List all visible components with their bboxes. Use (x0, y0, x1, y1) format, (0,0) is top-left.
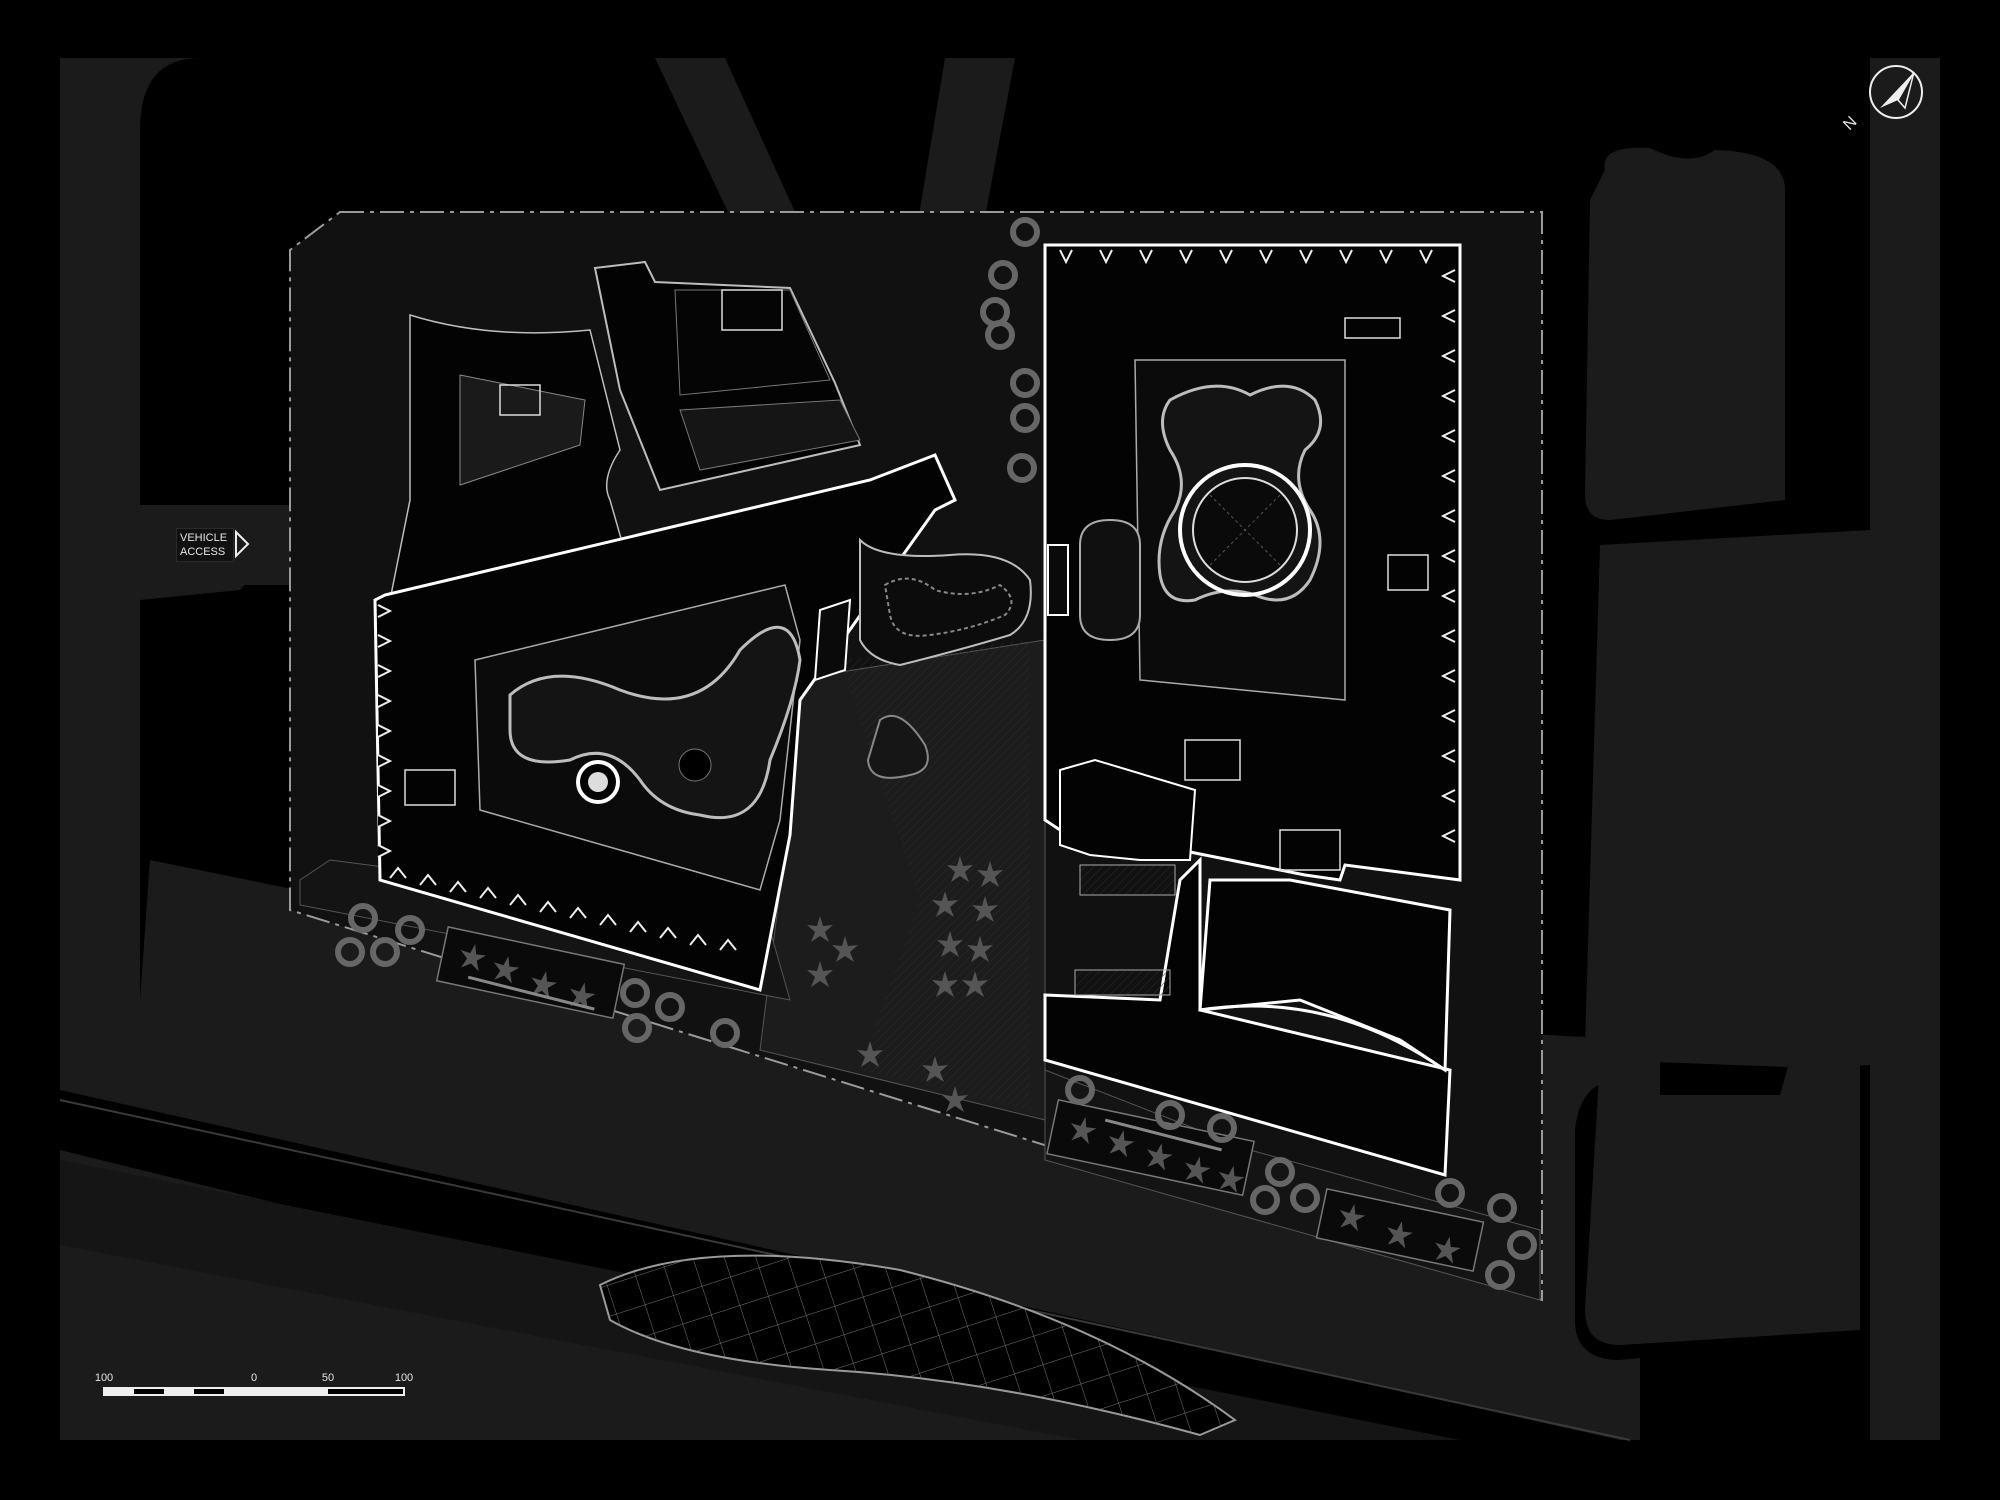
south-stair (1074, 969, 1171, 996)
north-core (721, 289, 783, 331)
west-bridge (813, 598, 852, 682)
planter-east-1 (1046, 1098, 1255, 1197)
building-southeast (1059, 758, 1197, 861)
vehicle-access-arrow-icon (235, 529, 250, 559)
east-block-right-1 (1585, 147, 1785, 520)
round-trees (335, 217, 1537, 1290)
central-bar-blob (883, 577, 1013, 637)
north-arrow-icon (1869, 65, 1923, 119)
east-facade-fins-east (1440, 269, 1456, 843)
east-oval-planter (1079, 518, 1141, 642)
scale-tick-label: 0 (250, 1372, 258, 1384)
scale-tick-label: 50 (321, 1372, 335, 1384)
east-block-top (1590, 60, 1870, 500)
central-bar (859, 537, 1032, 667)
east-ring-cross (1209, 494, 1281, 566)
west-south-facade-fins (389, 866, 737, 951)
east-core-2 (1387, 554, 1429, 591)
east-core-3 (1184, 739, 1241, 781)
north-courtyard (679, 399, 861, 471)
west-core (404, 769, 456, 806)
east-bridge (1047, 544, 1069, 616)
east-block-right-3b (1585, 1055, 1860, 1345)
west-blob-garden (508, 625, 802, 820)
south-core (1279, 829, 1341, 871)
south-ramp (1079, 864, 1176, 896)
planter-east-2 (1315, 1188, 1485, 1272)
planter-west (435, 926, 626, 1020)
scale-tick-label: 100 (394, 1372, 414, 1384)
scale-tick-label: 100 (94, 1372, 114, 1384)
central-triangle-planter (866, 715, 929, 779)
nw-courtyard (459, 374, 586, 486)
west-facade-fins (377, 604, 393, 858)
east-block-right-2 (1585, 530, 1870, 1070)
east-core-1 (1344, 317, 1401, 339)
scale-bar (103, 1387, 405, 1396)
east-ring-outer (1178, 463, 1312, 597)
vehicle-access-label: VEHICLE ACCESS (176, 528, 234, 562)
south-wing-arc (1199, 1004, 1446, 1072)
vehicle-access-line2: ACCESS (180, 546, 226, 558)
vehicle-access-line1: VEHICLE (180, 532, 228, 544)
east-facade-fins-north (1059, 249, 1433, 265)
nw-core (499, 384, 541, 416)
west-atrium-void (678, 748, 712, 782)
